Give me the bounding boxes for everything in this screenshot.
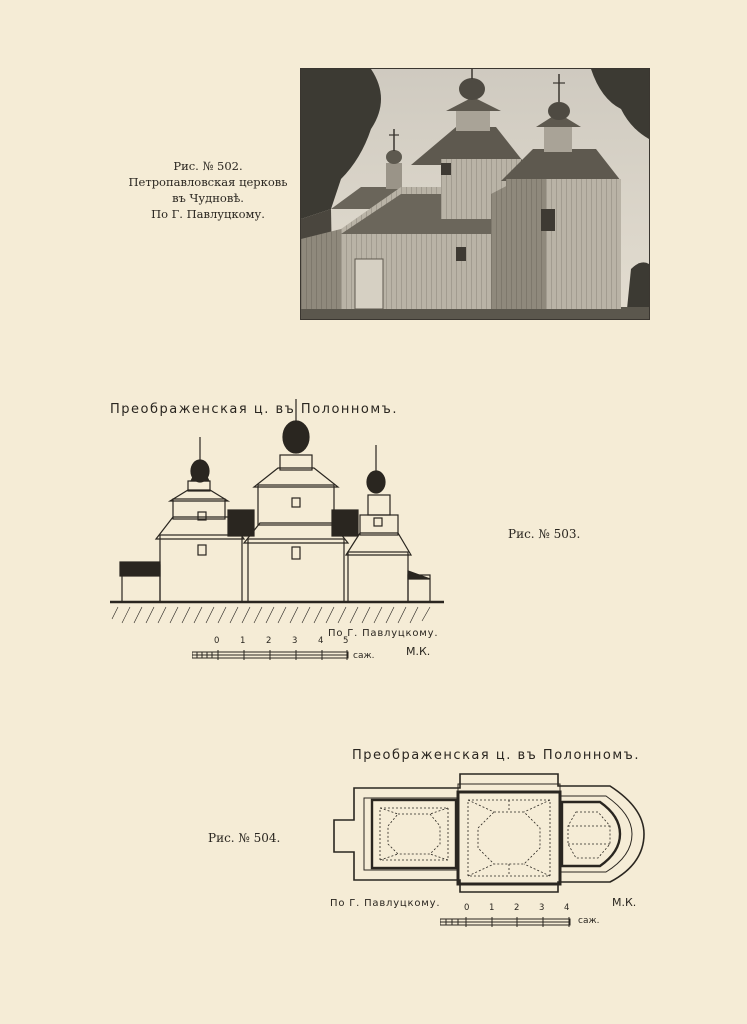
scale-number: 1 [489, 903, 495, 913]
scale-number: 5 [343, 636, 349, 646]
scale-unit-504: саж. [578, 916, 600, 926]
caption-line: По Г. Павлуцкому. [151, 207, 265, 221]
scale-number: 3 [292, 636, 298, 646]
scale-ruler [192, 650, 349, 660]
scale-number: 0 [214, 636, 220, 646]
church-floor-plan [333, 773, 645, 893]
scale-bar-503: 0 1 2 3 4 5 [192, 636, 352, 666]
figure-502-caption: Рис. № 502. Петропавловская церковь въ Ч… [118, 158, 298, 222]
church-photograph [300, 68, 650, 320]
monogram-503: М.К. [406, 645, 431, 658]
scale-number: 4 [318, 636, 324, 646]
caption-line: Петропавловская церковь [128, 175, 288, 189]
figure-503-credit: По Г. Павлуцкому. [328, 628, 439, 639]
figure-504-credit: По Г. Павлуцкому. [330, 898, 441, 909]
figure-503-title: Преображенская ц. въ Полонномъ. [110, 402, 399, 417]
church-photo-illustration [301, 69, 649, 319]
scale-bar-504: 0 1 2 3 4 [440, 903, 580, 933]
scale-number: 2 [514, 903, 520, 913]
monogram-504: М.К. [612, 896, 637, 909]
church-elevation-drawing [110, 399, 444, 624]
caption-line: Рис. № 502. [173, 159, 243, 173]
scale-unit-503: саж. [353, 651, 375, 661]
scale-number: 1 [240, 636, 246, 646]
scale-number: 3 [539, 903, 545, 913]
scale-number: 2 [266, 636, 272, 646]
caption-line: въ Чудновѣ. [172, 191, 244, 205]
figure-503-label: Рис. № 503. [508, 527, 581, 541]
figure-504-label: Рис. № 504. [208, 831, 281, 845]
scale-number: 4 [564, 903, 570, 913]
scale-number: 0 [464, 903, 470, 913]
figure-504-title: Преображенская ц. въ Полонномъ. [352, 748, 641, 763]
scale-ruler [440, 917, 571, 927]
